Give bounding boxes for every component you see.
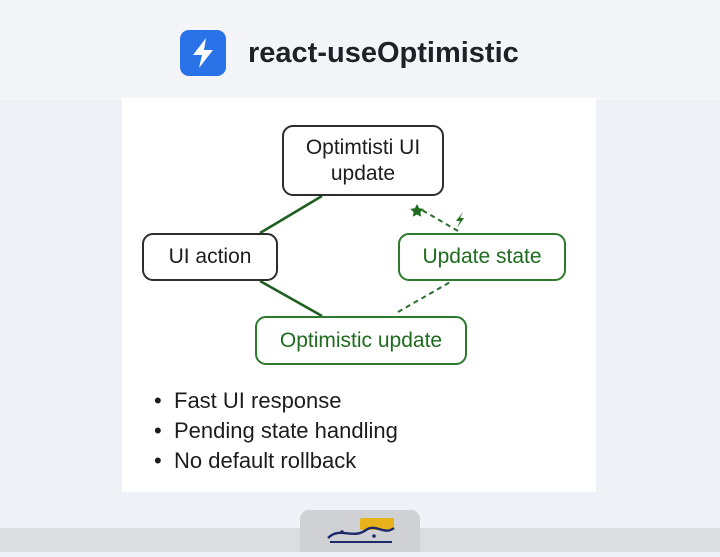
node-optimistic-update: Optimistic update [255, 316, 467, 365]
feature-item: • Pending state handling [152, 416, 398, 446]
header-band [0, 0, 720, 100]
lightning-icon [456, 212, 464, 228]
bullet: • [154, 418, 162, 443]
bullet: • [154, 388, 162, 413]
feature-text: Fast UI response [174, 388, 342, 413]
diagram-connectors [259, 194, 464, 318]
feature-text: No default rollback [174, 448, 357, 473]
node-ui-action: UI action [142, 233, 278, 281]
logo-watermark [300, 510, 420, 552]
page-title: react-useOptimistic [248, 37, 519, 69]
feature-item: • Fast UI response [152, 386, 398, 416]
feature-item: • No default rollback [152, 446, 398, 476]
node-update-state: Update state [398, 233, 566, 281]
lightning-bolt-icon [180, 30, 226, 76]
connector-update-state-to-optim-ui [421, 209, 459, 232]
star-icon [410, 204, 424, 217]
feature-list: • Fast UI response • Pending state handl… [152, 386, 398, 476]
node-optimistic-ui-update: Optimtisti UI update [282, 125, 444, 196]
connector-ui-action-to-optimistic [259, 279, 323, 318]
feature-text: Pending state handling [174, 418, 398, 443]
bullet: • [154, 448, 162, 473]
diagram-panel: Optimtisti UI update UI action Update st… [122, 98, 596, 492]
connector-optimistic-to-update-state [397, 280, 453, 313]
connector-ui-action-to-optim-ui [259, 194, 323, 235]
